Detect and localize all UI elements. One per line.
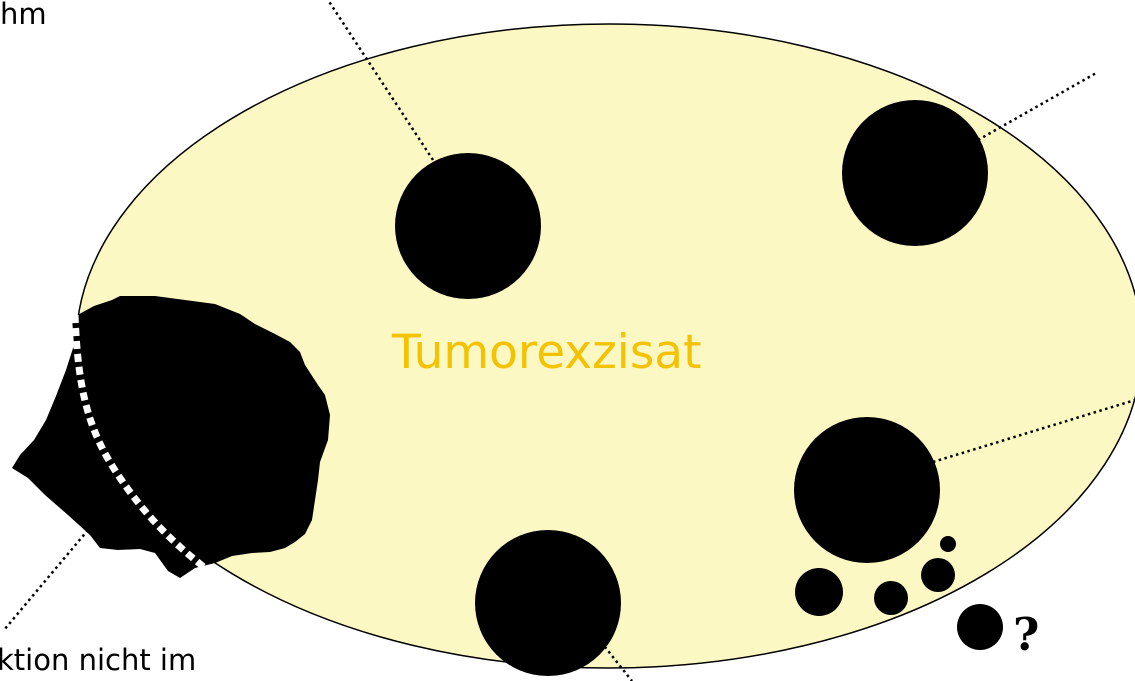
nodule-upper-right	[842, 100, 988, 246]
satellite-nodule-outside	[957, 604, 1003, 650]
satellite-nodule-2	[874, 581, 908, 615]
leader-line-bottom-left	[4, 530, 88, 630]
center-label: Tumorexzisat	[391, 325, 702, 380]
fragment-label-bottom-left: ktion nicht im	[0, 643, 196, 677]
nodule-right	[794, 417, 940, 563]
satellite-nodule-3	[921, 558, 955, 592]
fragment-label-top-left: hm	[0, 0, 47, 31]
satellite-nodule-4	[940, 536, 956, 552]
nodule-upper-center	[395, 153, 541, 299]
satellite-nodule-1	[795, 568, 843, 616]
nodule-bottom	[475, 530, 621, 676]
question-mark: ?	[1013, 608, 1039, 661]
